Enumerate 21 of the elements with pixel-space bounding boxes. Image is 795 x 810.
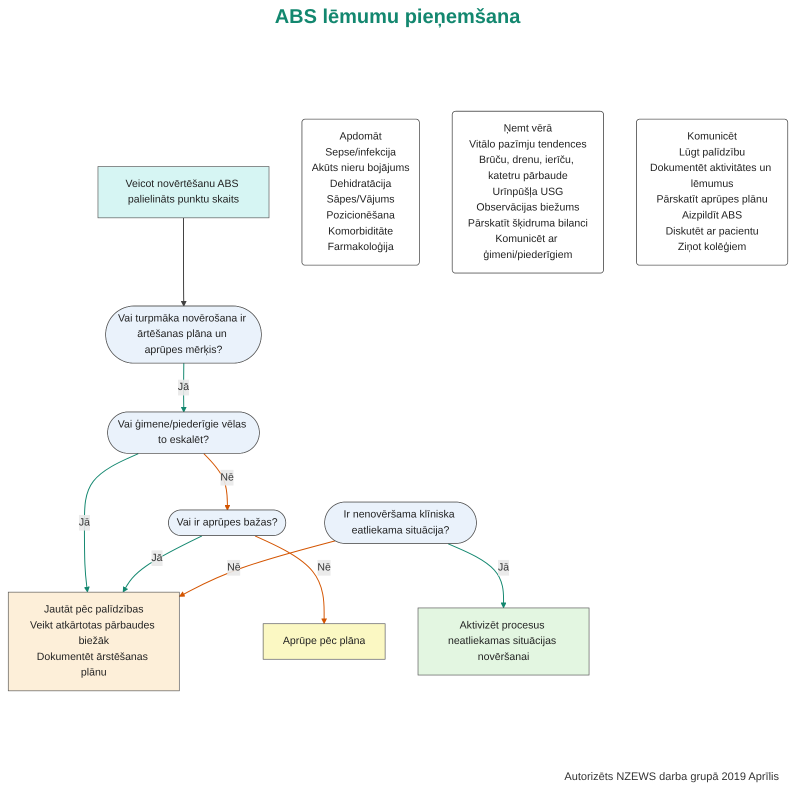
footnote: Autorizēts NZEWS darba grupā 2019 Aprīlis xyxy=(563,771,779,783)
arrow xyxy=(83,453,138,592)
edge-label: Jā xyxy=(497,562,509,574)
node-box: Veicot novērtēšanu ABS palielināts punktu skaits xyxy=(97,166,269,218)
edge-label: Jā xyxy=(150,552,162,564)
node-box: Aktivizēt procesus neatliekamas situācijas novēršanai xyxy=(417,608,589,676)
node-box: Jautāt pēc palīdzības Veikt atkārtotas pārbaudes biežāk Dokumentēt ārstēšanas plānu xyxy=(7,592,180,692)
arrow xyxy=(202,453,230,510)
edge-label: Nē xyxy=(226,562,240,574)
arrow xyxy=(180,217,186,307)
node-box: Aprūpe pēc plāna xyxy=(262,623,385,660)
arrow xyxy=(180,363,186,412)
edge-label: Nē xyxy=(316,562,330,574)
edge-label: Nē xyxy=(220,472,234,483)
diagram-title: ABS lēmumu pieņemšana xyxy=(274,6,522,29)
edge-label: Jā xyxy=(78,516,90,528)
edge-label: Jā xyxy=(177,382,189,393)
arrow xyxy=(447,543,506,608)
arrow xyxy=(122,535,202,592)
arrow xyxy=(178,540,336,597)
arrow xyxy=(254,535,327,624)
